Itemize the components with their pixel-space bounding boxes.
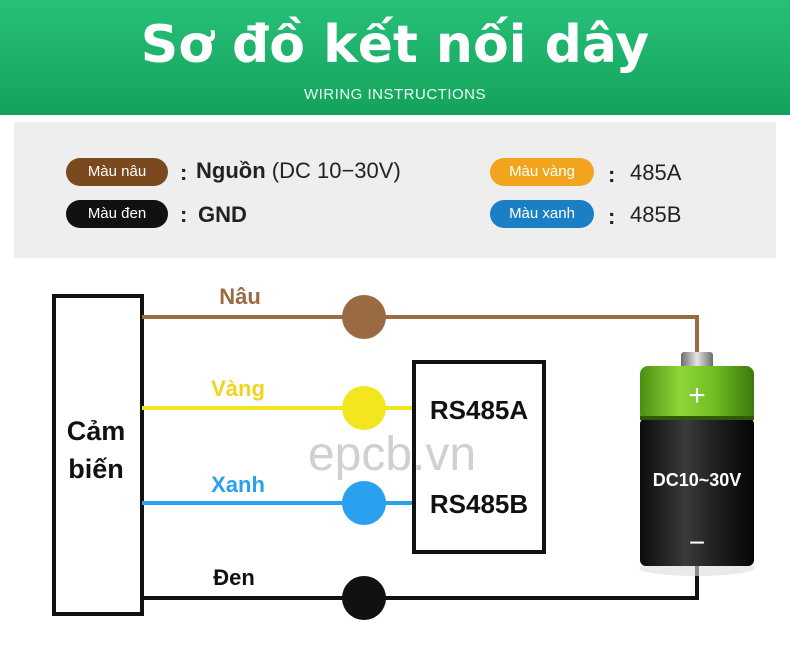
wiring-diagram: Cảm biến Nâu Vàng Xanh Đen RS485A RS485B… xyxy=(52,284,755,620)
legend-meaning-black: GND xyxy=(198,202,247,227)
rs485-b-label: RS485B xyxy=(430,489,528,519)
rs485-a-label: RS485A xyxy=(430,395,528,425)
watermark: epcb.vn xyxy=(308,428,476,481)
sensor-label-line2: biến xyxy=(68,454,124,484)
battery-voltage-label: DC10~30V xyxy=(653,470,742,490)
battery-plus-icon: + xyxy=(688,379,706,412)
page-subtitle: WIRING INSTRUCTIONS xyxy=(304,86,486,103)
legend-colon-brown: : xyxy=(180,160,188,185)
wire-brown-dot xyxy=(342,295,386,339)
wire-brown xyxy=(142,315,699,360)
wire-blue-dot xyxy=(342,481,386,525)
sensor-label-line1: Cảm xyxy=(67,416,126,446)
rs485-module xyxy=(412,360,546,554)
legend-pill-black: Màu đen xyxy=(66,200,168,228)
legend-colon-blue: : xyxy=(608,204,616,229)
legend-meaning-brown: Nguồn (DC 10−30V) xyxy=(196,158,401,184)
wire-yellow-label: Vàng xyxy=(211,376,265,401)
wire-yellow-dot xyxy=(342,386,386,430)
legend-meaning-brown-bold: Nguồn xyxy=(196,158,266,183)
battery-minus-icon: − xyxy=(689,527,705,558)
page-title: Sơ đồ kết nối dây xyxy=(140,15,650,75)
legend-meaning-blue: 485B xyxy=(630,202,682,227)
legend-meaning-yellow: 485A xyxy=(630,160,682,185)
legend-pill-brown: Màu nâu xyxy=(66,158,168,186)
header-banner: Sơ đồ kết nối dây WIRING INSTRUCTIONS xyxy=(0,0,790,115)
legend-colon-yellow: : xyxy=(608,162,616,187)
wire-brown-label: Nâu xyxy=(219,284,261,309)
legend-colon-black: : xyxy=(180,202,188,227)
legend-meaning-brown-rest: (DC 10−30V) xyxy=(265,158,401,183)
legend-pill-blue: Màu xanh xyxy=(490,200,594,228)
battery: + DC10~30V − xyxy=(639,352,755,576)
legend-panel: Màu nâu : Nguồn (DC 10−30V) Màu đen : GN… xyxy=(14,122,776,258)
wire-black-dot xyxy=(342,576,386,620)
wire-black-label: Đen xyxy=(213,565,255,590)
wire-blue-label: Xanh xyxy=(211,472,265,497)
sensor-box xyxy=(52,294,144,616)
wire-black xyxy=(142,566,699,600)
legend-pill-yellow: Màu vàng xyxy=(490,158,594,186)
